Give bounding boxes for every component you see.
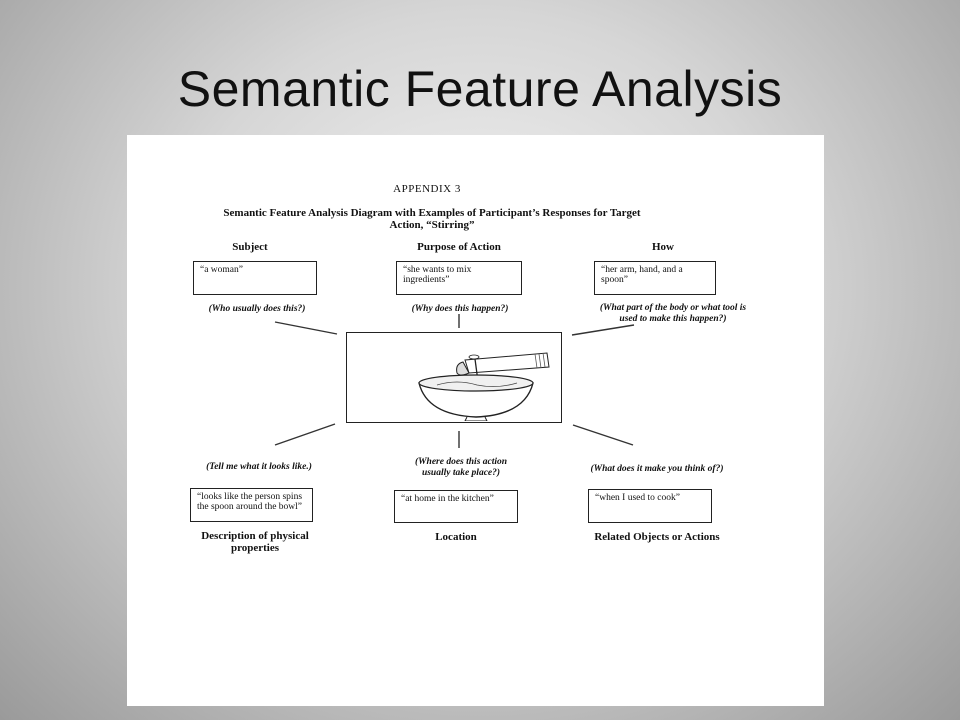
purpose-response-box: “she wants to mix ingredients” <box>396 261 522 295</box>
stirring-bowl-icon <box>418 352 550 422</box>
related-response-box: “when I used to cook” <box>588 489 712 523</box>
diagram-heading: Semantic Feature Analysis Diagram with E… <box>187 207 677 231</box>
description-label: Description of physical properties <box>175 530 335 554</box>
connector-how <box>571 324 635 336</box>
description-response-box: “looks like the person spins the spoon a… <box>190 488 313 522</box>
related-label: Related Objects or Actions <box>594 531 720 543</box>
connector-lines <box>274 314 635 448</box>
diagram-heading-line2: Action, “Stirring” <box>389 219 475 231</box>
how-question-line2: used to make this happen?) <box>619 314 727 324</box>
location-question: (Where does this action usually take pla… <box>389 457 533 479</box>
slide-title: Semantic Feature Analysis <box>177 61 783 117</box>
location-label: Location <box>435 531 477 543</box>
location-question-line1: (Where does this action <box>414 457 508 467</box>
subject-question: (Who usually does this?) <box>208 304 306 314</box>
related-question: (What does it make you think of?) <box>590 464 724 474</box>
description-label-line1: Description of physical <box>201 530 309 542</box>
description-label-line2: properties <box>230 542 280 554</box>
how-response-box: “her arm, hand, and a spoon” <box>594 261 716 295</box>
subject-response-box: “a woman” <box>193 261 317 295</box>
purpose-question: (Why does this happen?) <box>411 304 509 314</box>
appendix-label: APPENDIX 3 <box>393 183 461 195</box>
connector-description <box>274 423 336 446</box>
location-response-box: “at home in the kitchen” <box>394 490 518 523</box>
how-question: (What part of the body or what tool is u… <box>575 303 771 325</box>
connector-subject <box>274 321 338 335</box>
connector-related <box>572 424 634 446</box>
description-question: (Tell me what it looks like.) <box>206 462 312 472</box>
purpose-label: Purpose of Action <box>417 241 501 253</box>
document-page: APPENDIX 3 Semantic Feature Analysis Dia… <box>127 135 824 706</box>
subject-label: Subject <box>232 241 268 253</box>
how-label: How <box>652 241 674 253</box>
diagram-heading-line1: Semantic Feature Analysis Diagram with E… <box>223 207 641 219</box>
location-question-line2: usually take place?) <box>421 468 501 478</box>
center-image-frame <box>346 332 562 423</box>
how-question-line1: (What part of the body or what tool is <box>599 303 747 313</box>
